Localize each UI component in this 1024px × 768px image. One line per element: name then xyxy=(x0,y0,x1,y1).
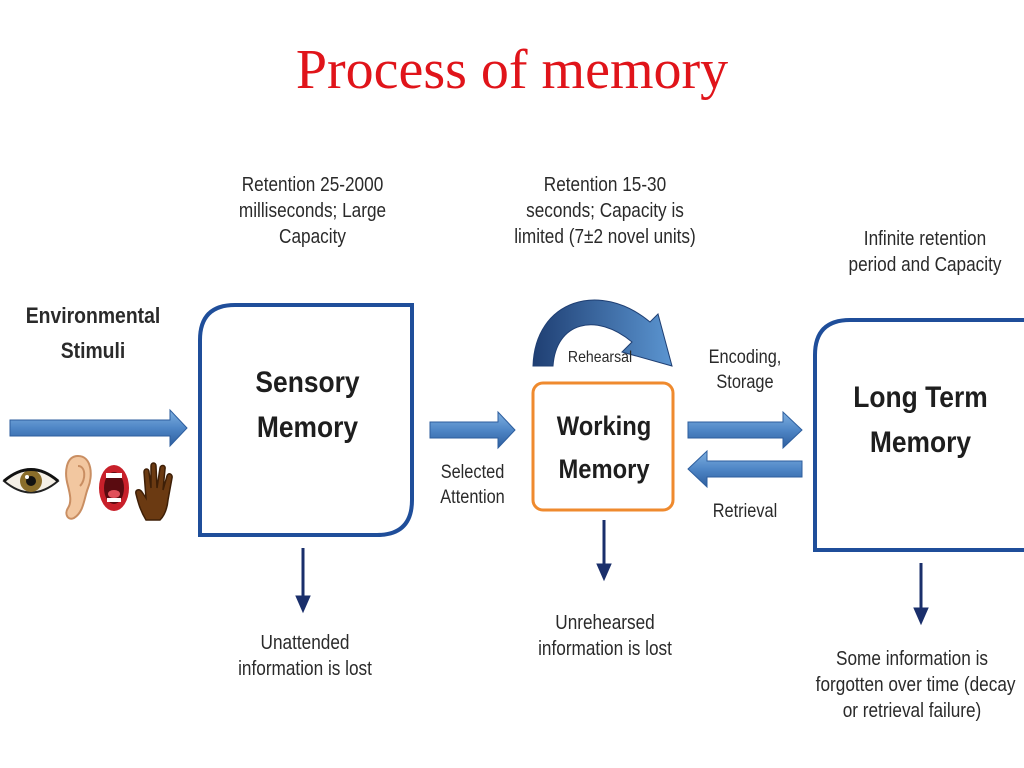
stimuli-arrow xyxy=(9,408,188,448)
sensory-loss-note: Unattended information is lost xyxy=(238,632,372,680)
hand-icon xyxy=(135,462,173,521)
stimuli-label: Environmental Stimuli xyxy=(25,303,161,364)
long-term-memory-box xyxy=(813,318,1024,552)
sensory-retention-note: Retention 25-2000 milliseconds; Large Ca… xyxy=(238,174,387,248)
long-term-loss-arrow xyxy=(913,563,929,626)
encoding-label: Encoding, Storage xyxy=(708,347,782,393)
long-term-memory-label: Long Term Memory xyxy=(853,381,988,459)
long-term-loss-note: Some information is forgotten over time … xyxy=(815,648,1016,722)
sensory-loss-arrow xyxy=(295,548,311,614)
attention-label: Selected Attention xyxy=(440,462,505,508)
sensory-memory-label: Sensory Memory xyxy=(255,366,360,444)
page-title: Process of memory xyxy=(295,39,729,101)
ear-icon xyxy=(65,454,92,520)
working-loss-arrow xyxy=(596,520,612,582)
mouth-icon xyxy=(99,465,129,511)
attention-arrow xyxy=(429,410,516,450)
retrieval-arrow xyxy=(687,449,803,489)
encoding-arrow xyxy=(687,410,803,450)
working-memory-box xyxy=(531,381,675,512)
working-retention-note: Retention 15-30 seconds; Capacity is lim… xyxy=(514,174,696,248)
rehearsal-arrow xyxy=(532,299,673,367)
eye-icon xyxy=(2,468,60,494)
retrieval-label: Retrieval xyxy=(712,501,778,522)
working-memory-label: Working Memory xyxy=(556,411,652,485)
sensory-memory-box xyxy=(198,303,414,537)
working-loss-note: Unrehearsed information is lost xyxy=(538,612,672,660)
long-term-retention-note: Infinite retention period and Capacity xyxy=(848,228,1002,276)
rehearsal-label: Rehearsal xyxy=(567,349,633,366)
